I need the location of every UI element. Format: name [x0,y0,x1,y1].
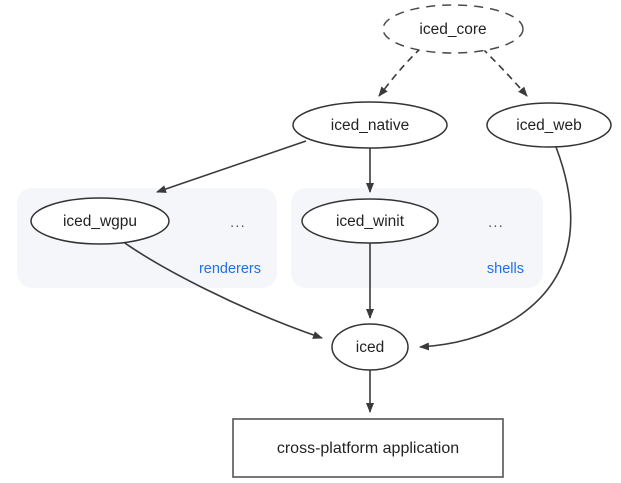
iced-winit-ellipse [301,198,439,244]
iced-native-label: iced_native [331,117,409,134]
shells-ellipsis: ... [488,215,504,231]
iced-core-ellipse [382,4,524,54]
application-label: cross-platform application [277,440,459,457]
group-label-shells: shells [487,261,524,277]
application-box [232,418,504,478]
iced-core-label: iced_core [419,21,486,38]
iced-web-ellipse [486,102,612,148]
iced-ellipse [331,323,409,371]
edge-iced-native-to-iced-wgpu [156,140,307,193]
renderers-ellipsis: ... [230,215,246,231]
group-label-renderers: renderers [199,261,261,277]
edge-iced-core-to-iced-native [378,47,422,97]
node-iced-wgpu[interactable]: iced_wgpu [30,197,170,245]
edge-iced-web-to-iced [419,146,572,351]
edge-iced-core-to-iced-web [481,47,528,97]
node-iced[interactable]: iced [331,323,409,371]
iced-wgpu-ellipse [30,197,170,245]
iced-winit-label: iced_winit [336,213,405,230]
iced-native-ellipse [292,101,448,149]
node-application[interactable]: cross-platform application [232,418,504,478]
node-iced-core[interactable]: iced_core [382,4,524,54]
node-iced-native[interactable]: iced_native [292,101,448,149]
node-iced-web[interactable]: iced_web [486,102,612,148]
node-iced-winit[interactable]: iced_winit [301,198,439,244]
iced-label: iced [356,339,384,356]
edge-iced-wgpu-to-iced [121,240,323,339]
iced-wgpu-label: iced_wgpu [63,213,137,230]
iced-web-label: iced_web [516,117,582,134]
